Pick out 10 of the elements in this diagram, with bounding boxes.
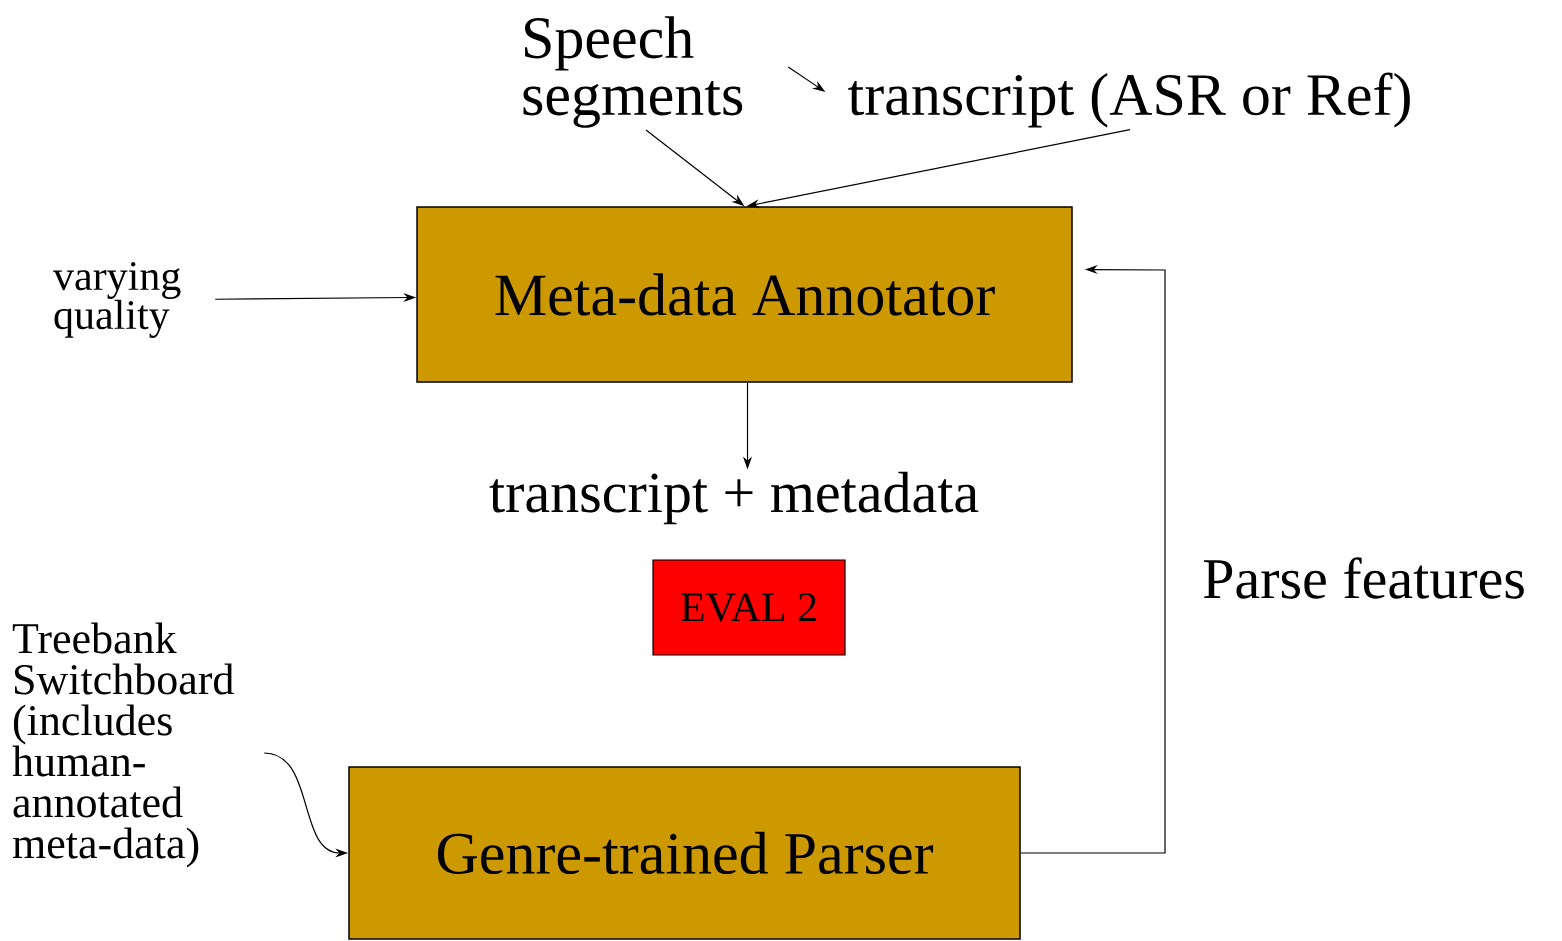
- text-label: Speech segments: [523, 16, 743, 128]
- edge-label: Parse features: [1200, 555, 1528, 601]
- text-label: varying quality: [53, 262, 181, 338]
- process-box: Genre-trained Parser: [348, 766, 1021, 940]
- process-box: Meta-data Annotator: [416, 206, 1073, 383]
- eval-box: EVAL 2: [652, 559, 846, 656]
- text-label: transcript (ASR or Ref): [848, 72, 1410, 128]
- text-label: transcript + metadata: [489, 471, 979, 525]
- arrow: [1020, 265, 1166, 854]
- text-label: Treebank Switchboard (includes human-annotated meta-data): [12, 622, 234, 868]
